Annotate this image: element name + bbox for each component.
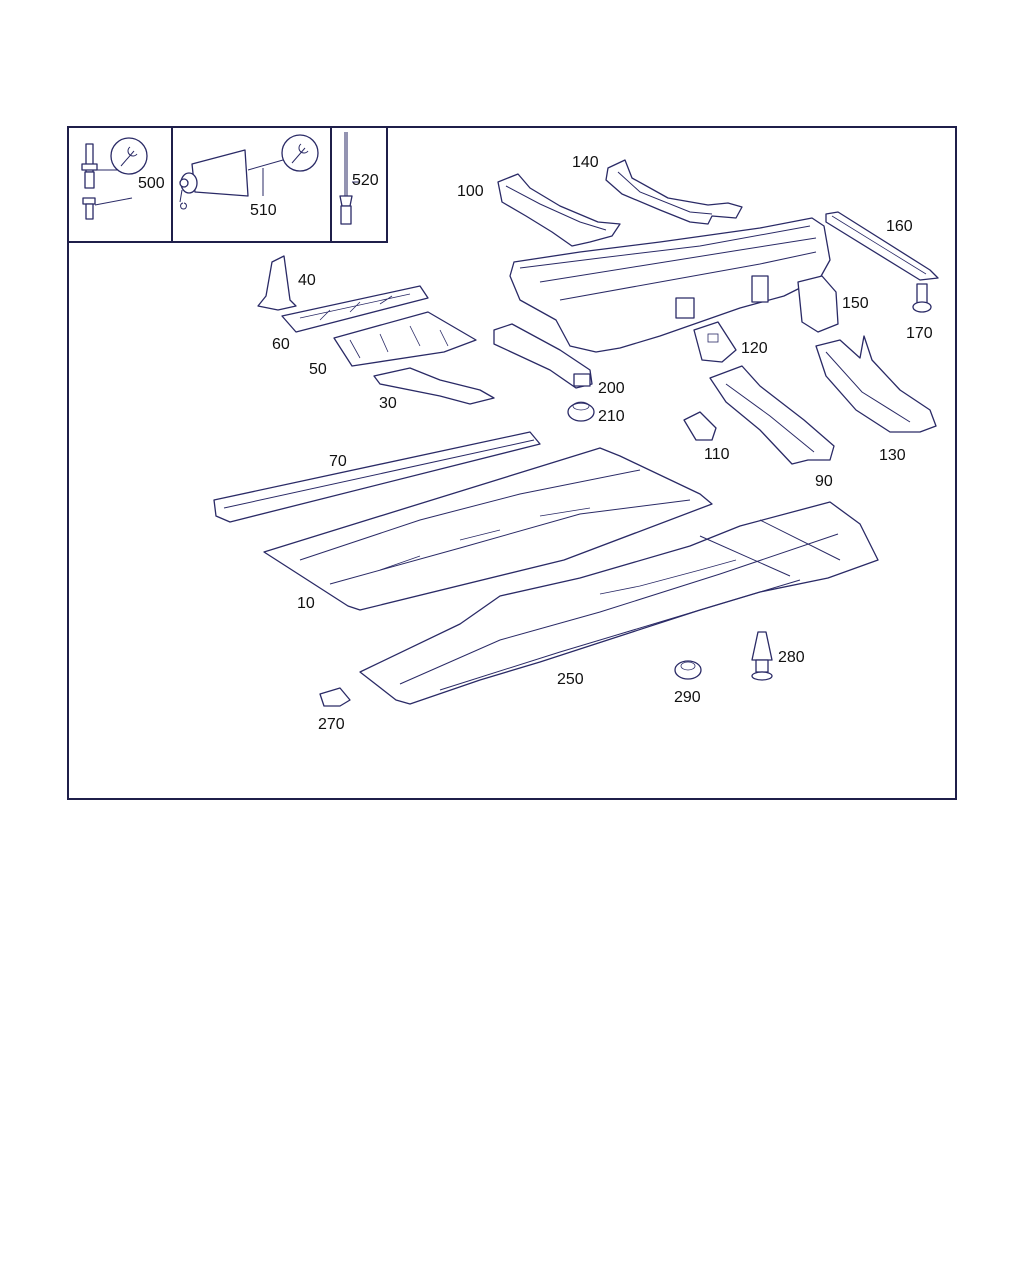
callout-150: 150	[842, 295, 869, 312]
part-510-sealant-tube	[179, 149, 284, 210]
callout-140: 140	[572, 154, 599, 171]
callout-170: 170	[906, 325, 933, 342]
part-150	[797, 275, 839, 333]
part-90	[709, 365, 835, 465]
part-160	[825, 211, 939, 281]
callout-40: 40	[298, 272, 316, 289]
callout-500: 500	[138, 175, 165, 192]
part-140	[605, 159, 743, 225]
callout-120: 120	[741, 340, 768, 357]
wrench-icon	[281, 134, 319, 172]
part-270-clip	[319, 687, 351, 707]
callout-160: 160	[886, 218, 913, 235]
callout-30: 30	[379, 395, 397, 412]
diagram-frame	[67, 126, 957, 800]
part-200	[493, 323, 593, 389]
part-bulkhead	[509, 217, 831, 353]
callout-270: 270	[318, 716, 345, 733]
part-70	[213, 431, 541, 523]
part-120	[693, 321, 737, 363]
part-10-floor-panel	[263, 447, 713, 611]
legend-cell-510	[173, 128, 332, 243]
callout-70: 70	[329, 453, 347, 470]
callout-520: 520	[352, 172, 379, 189]
callout-200: 200	[598, 380, 625, 397]
legend-cell-520	[332, 128, 388, 243]
part-130	[815, 335, 937, 433]
part-170-bolt	[912, 283, 932, 313]
callout-130: 130	[879, 447, 906, 464]
part-290-nut	[674, 660, 702, 680]
part-250-underbody-panel	[359, 501, 879, 705]
part-210	[567, 401, 595, 422]
callout-510: 510	[250, 202, 277, 219]
part-280-pin	[751, 631, 773, 681]
callout-50: 50	[309, 361, 327, 378]
callout-210: 210	[598, 408, 625, 425]
callout-100: 100	[457, 183, 484, 200]
callout-280: 280	[778, 649, 805, 666]
callout-110: 110	[704, 446, 730, 463]
callout-10: 10	[297, 595, 315, 612]
part-110	[683, 411, 717, 441]
callout-90: 90	[815, 473, 833, 490]
part-30	[373, 367, 495, 405]
part-50	[333, 311, 477, 367]
legend-cell-500	[69, 128, 173, 243]
part-60	[281, 285, 429, 333]
wrench-icon	[110, 137, 148, 175]
callout-290: 290	[674, 689, 701, 706]
part-520-rivet	[339, 132, 360, 225]
callout-60: 60	[272, 336, 290, 353]
part-100	[497, 173, 621, 247]
callout-250: 250	[557, 671, 584, 688]
part-40	[257, 255, 297, 311]
